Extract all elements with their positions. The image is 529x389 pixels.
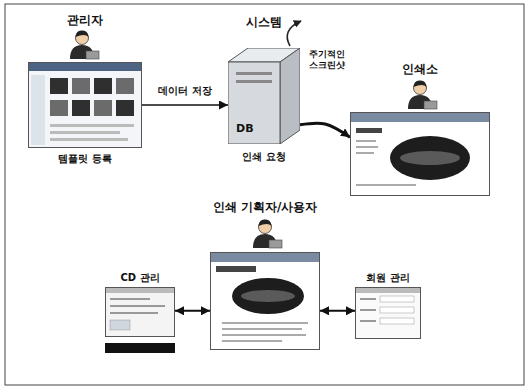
screen-ground <box>350 112 490 196</box>
thumbnail <box>50 78 68 94</box>
screenshot-frame <box>28 62 142 148</box>
annotation-note: 주기적인 스크린샷 <box>303 49 351 72</box>
print-shop-screen: 인쇄소 <box>350 62 490 196</box>
text-line <box>356 184 416 186</box>
form-field <box>380 296 414 302</box>
text-line <box>222 328 302 330</box>
thumbnail <box>72 100 90 116</box>
server-side <box>280 48 300 144</box>
member-admin-screen: 회원 관리 <box>355 272 421 339</box>
screen-header <box>210 252 320 262</box>
text-line <box>216 266 256 272</box>
user-screenshot <box>210 252 320 350</box>
text-line <box>356 152 374 154</box>
screen-ground <box>105 287 175 337</box>
node-heading: 시스템 <box>246 15 282 30</box>
user-person <box>253 219 282 248</box>
text-line <box>356 128 382 133</box>
node-label: DB <box>236 122 254 136</box>
text-line <box>222 334 306 336</box>
text-line <box>110 305 165 307</box>
connector-arrow <box>300 123 350 137</box>
form-field <box>380 318 414 324</box>
note-holder: 주기적인 스크린샷 <box>303 49 351 72</box>
screen-header <box>355 287 421 293</box>
form-button <box>110 320 130 330</box>
thumbnail <box>94 100 112 116</box>
thumbnail <box>72 78 90 94</box>
db-server: 시스템 DB <box>228 15 300 144</box>
screenshot-frame <box>350 112 490 196</box>
node-heading: 관리자 <box>67 13 103 28</box>
member-screenshot <box>355 287 421 339</box>
node-heading: 인쇄 기획자/사용자 <box>213 200 318 215</box>
edge-label: 데이터 저장 <box>156 85 213 98</box>
admin-person <box>70 30 99 59</box>
printer-screenshot <box>350 112 490 196</box>
text-line <box>50 124 134 127</box>
text-line <box>110 298 150 300</box>
connector-arrow <box>320 310 355 312</box>
node-heading: 회원 관리 <box>366 272 409 285</box>
text-line <box>110 312 158 314</box>
text-line <box>360 309 376 311</box>
node-caption: 템플릿 등록 <box>58 153 111 166</box>
node-heading: 인쇄소 <box>402 62 438 77</box>
screen-ground <box>355 287 421 339</box>
server-slot <box>236 72 272 75</box>
outer-frame <box>5 4 524 385</box>
thumbnail <box>94 78 112 94</box>
connector-arrow <box>142 104 228 106</box>
screen-header <box>350 112 490 122</box>
screenshot-loop-arrow <box>287 21 301 46</box>
user-screen: 인쇄 기획자/사용자 <box>210 200 320 350</box>
screen-sidebar <box>31 75 45 145</box>
screen-ground <box>210 252 320 350</box>
screenshot-frame <box>105 287 175 337</box>
text-line <box>222 322 308 324</box>
screen-header <box>28 62 142 71</box>
server-front <box>228 62 280 144</box>
admin-screenshot <box>28 62 142 148</box>
screen-ground <box>28 62 142 148</box>
screenshot-frame <box>210 252 320 350</box>
screen-header <box>105 287 175 293</box>
admin-screen: 관리자템플릿 등록 <box>28 13 142 166</box>
screenshot-frame <box>355 287 421 339</box>
text-line <box>50 138 128 141</box>
lips-image <box>390 136 470 180</box>
text-line <box>360 320 376 322</box>
edge-label: 인쇄 요청 <box>240 151 287 164</box>
text-line <box>50 131 120 134</box>
dark-bar <box>105 343 175 353</box>
thumbnail <box>116 100 134 116</box>
text-line <box>222 340 282 342</box>
lips-image <box>400 151 460 165</box>
node-heading: CD 관리 <box>120 272 159 285</box>
text-line <box>356 146 378 148</box>
server-slot <box>236 80 272 83</box>
text-line <box>356 140 376 142</box>
cd-screenshot <box>105 287 175 353</box>
thumbnail <box>50 100 68 116</box>
connector-arrow <box>175 310 210 312</box>
cd-admin-screen: CD 관리 <box>105 272 175 337</box>
text-line <box>360 298 376 300</box>
thumbnail <box>116 78 134 94</box>
printer-person <box>408 80 437 109</box>
form-field <box>380 307 414 313</box>
edge-label-holder: 인쇄 요청 <box>240 151 287 164</box>
edge-label-holder: 데이터 저장 <box>156 85 213 98</box>
server-shape: DB <box>228 48 300 144</box>
lips-image <box>241 290 295 302</box>
lips-image <box>232 278 304 314</box>
